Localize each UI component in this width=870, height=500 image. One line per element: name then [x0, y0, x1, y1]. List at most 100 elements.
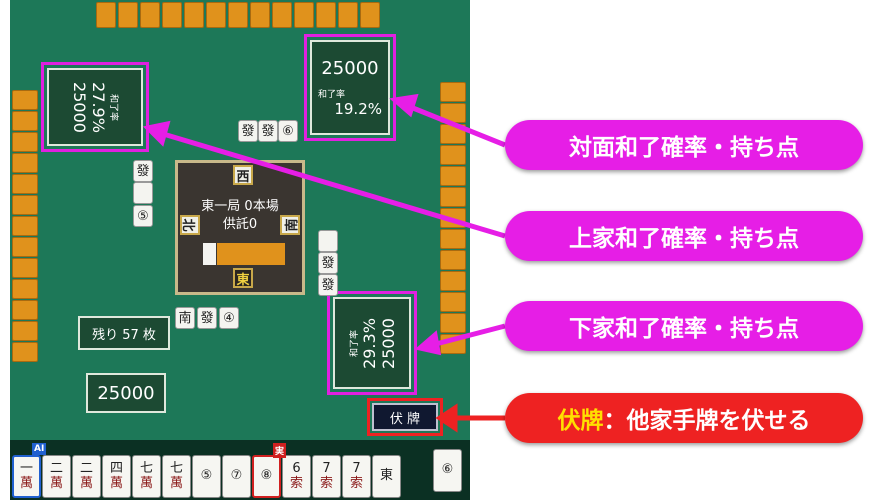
- tile-suit: 萬: [109, 475, 123, 491]
- hidden-tile: [118, 2, 138, 28]
- toimen-rate-label: 和了率: [318, 89, 346, 100]
- wind-east: 東: [233, 268, 253, 288]
- callout-kamicha: 上家和了確率・持ち点: [505, 211, 863, 261]
- mahjong-table: 25000 和了率 19.2% 和了率 27.9% 25000 和了率 29.3…: [10, 0, 470, 500]
- fuse-button[interactable]: 伏 牌: [367, 398, 443, 436]
- round-label: 東一局 0本場: [201, 199, 279, 214]
- discarded-tile: [318, 230, 338, 252]
- dora-indicator: [203, 243, 216, 265]
- tile-suit: 索: [319, 475, 333, 491]
- tile-rank: ⑦: [230, 468, 243, 484]
- hidden-tile: [12, 342, 38, 362]
- discarded-tile: 發: [133, 160, 153, 182]
- hidden-tile: [12, 111, 38, 131]
- hand-tile[interactable]: 東: [372, 455, 401, 498]
- round-info-panel: 西 北 南 東 東一局 0本場 供託0: [175, 160, 305, 295]
- hidden-tile: [12, 321, 38, 341]
- hidden-tile: [440, 187, 466, 207]
- hand-tile[interactable]: 一萬: [12, 455, 41, 498]
- hidden-tile: [360, 2, 380, 28]
- tile-rank: 四: [109, 461, 123, 477]
- discarded-tile: ⑥: [278, 120, 298, 142]
- hand-tile[interactable]: 二萬: [42, 455, 71, 498]
- hand-tile[interactable]: 七萬: [162, 455, 191, 498]
- tile-rank: ⑧: [260, 468, 273, 484]
- tile-suit: 索: [289, 475, 303, 491]
- discarded-tile: 發: [318, 252, 338, 274]
- hidden-tile: [272, 2, 292, 28]
- kamicha-score-box: 和了率 27.9% 25000: [41, 62, 149, 152]
- hidden-tile: [440, 313, 466, 333]
- tile-suit: 萬: [49, 475, 63, 491]
- hidden-tile: [12, 90, 38, 110]
- hidden-tile: [440, 250, 466, 270]
- hidden-tile: [338, 2, 358, 28]
- player-score: 25000: [86, 373, 166, 413]
- discarded-tile: ⑤: [133, 205, 153, 227]
- hidden-tile: [96, 2, 116, 28]
- hidden-tile: [440, 166, 466, 186]
- tile-rank: 一: [19, 461, 33, 477]
- hidden-tile: [12, 279, 38, 299]
- deposit-label: 供託0: [222, 217, 258, 232]
- tile-rank: 七: [169, 461, 183, 477]
- hidden-tile: [12, 216, 38, 236]
- hidden-tile: [12, 174, 38, 194]
- tile-suit: 索: [349, 475, 363, 491]
- tile-rank: 七: [139, 461, 153, 477]
- hand-tile[interactable]: ⑤: [192, 455, 221, 498]
- hidden-tile: [440, 271, 466, 291]
- discarded-tile: 南: [175, 307, 195, 329]
- hidden-tile: [294, 2, 314, 28]
- hand-tile[interactable]: 七萬: [132, 455, 161, 498]
- remaining-tiles: 残り 57 枚: [78, 316, 170, 350]
- tile-rank: 6: [292, 461, 301, 477]
- tile-suit: 萬: [19, 475, 33, 491]
- hidden-tile: [206, 2, 226, 28]
- hidden-tile: [12, 237, 38, 257]
- discarded-tile: 發: [197, 307, 217, 329]
- wind-west: 西: [233, 165, 253, 185]
- hidden-tile: [316, 2, 336, 28]
- hand-tile[interactable]: 四萬: [102, 455, 131, 498]
- shimocha-score-box: 和了率 29.3% 25000: [327, 291, 417, 395]
- hidden-tile: [12, 153, 38, 173]
- hidden-tile: [140, 2, 160, 28]
- tile-rank: 東: [379, 468, 393, 484]
- hidden-tile: [440, 82, 466, 102]
- hand-tile[interactable]: ⑦: [222, 455, 251, 498]
- tile-suit: 萬: [79, 475, 93, 491]
- discarded-tile: ④: [219, 307, 239, 329]
- tile-suit: 萬: [139, 475, 153, 491]
- hidden-tile: [228, 2, 248, 28]
- toimen-rate: 19.2%: [334, 99, 382, 118]
- hidden-tile: [12, 132, 38, 152]
- callout-fuse-desc: ：他家手牌を伏せる: [603, 408, 811, 434]
- discarded-tile: 發: [258, 120, 278, 142]
- hand-tile[interactable]: 二萬: [72, 455, 101, 498]
- callout-fuse: 伏牌：他家手牌を伏せる: [505, 393, 863, 443]
- callout-fuse-key: 伏牌: [557, 408, 604, 434]
- tile-rank: 7: [352, 461, 361, 477]
- drawn-tile[interactable]: ⑥: [433, 449, 462, 492]
- hidden-tile: [184, 2, 204, 28]
- dead-wall: [217, 243, 285, 265]
- hidden-tile: [162, 2, 182, 28]
- hand-tile[interactable]: ⑧: [252, 455, 281, 498]
- callout-shimocha: 下家和了確率・持ち点: [505, 301, 863, 351]
- callout-toimen: 対面和了確率・持ち点: [505, 120, 863, 170]
- hidden-tile: [440, 292, 466, 312]
- tile-rank: 二: [79, 461, 93, 477]
- tile-rank: 7: [322, 461, 331, 477]
- hidden-tile: [12, 300, 38, 320]
- tile-rank: ⑤: [200, 468, 213, 484]
- discarded-tile: 發: [318, 274, 338, 296]
- toimen-score: 25000: [321, 57, 379, 79]
- hidden-tile: [12, 258, 38, 278]
- hidden-tile: [440, 145, 466, 165]
- hidden-tile: [250, 2, 270, 28]
